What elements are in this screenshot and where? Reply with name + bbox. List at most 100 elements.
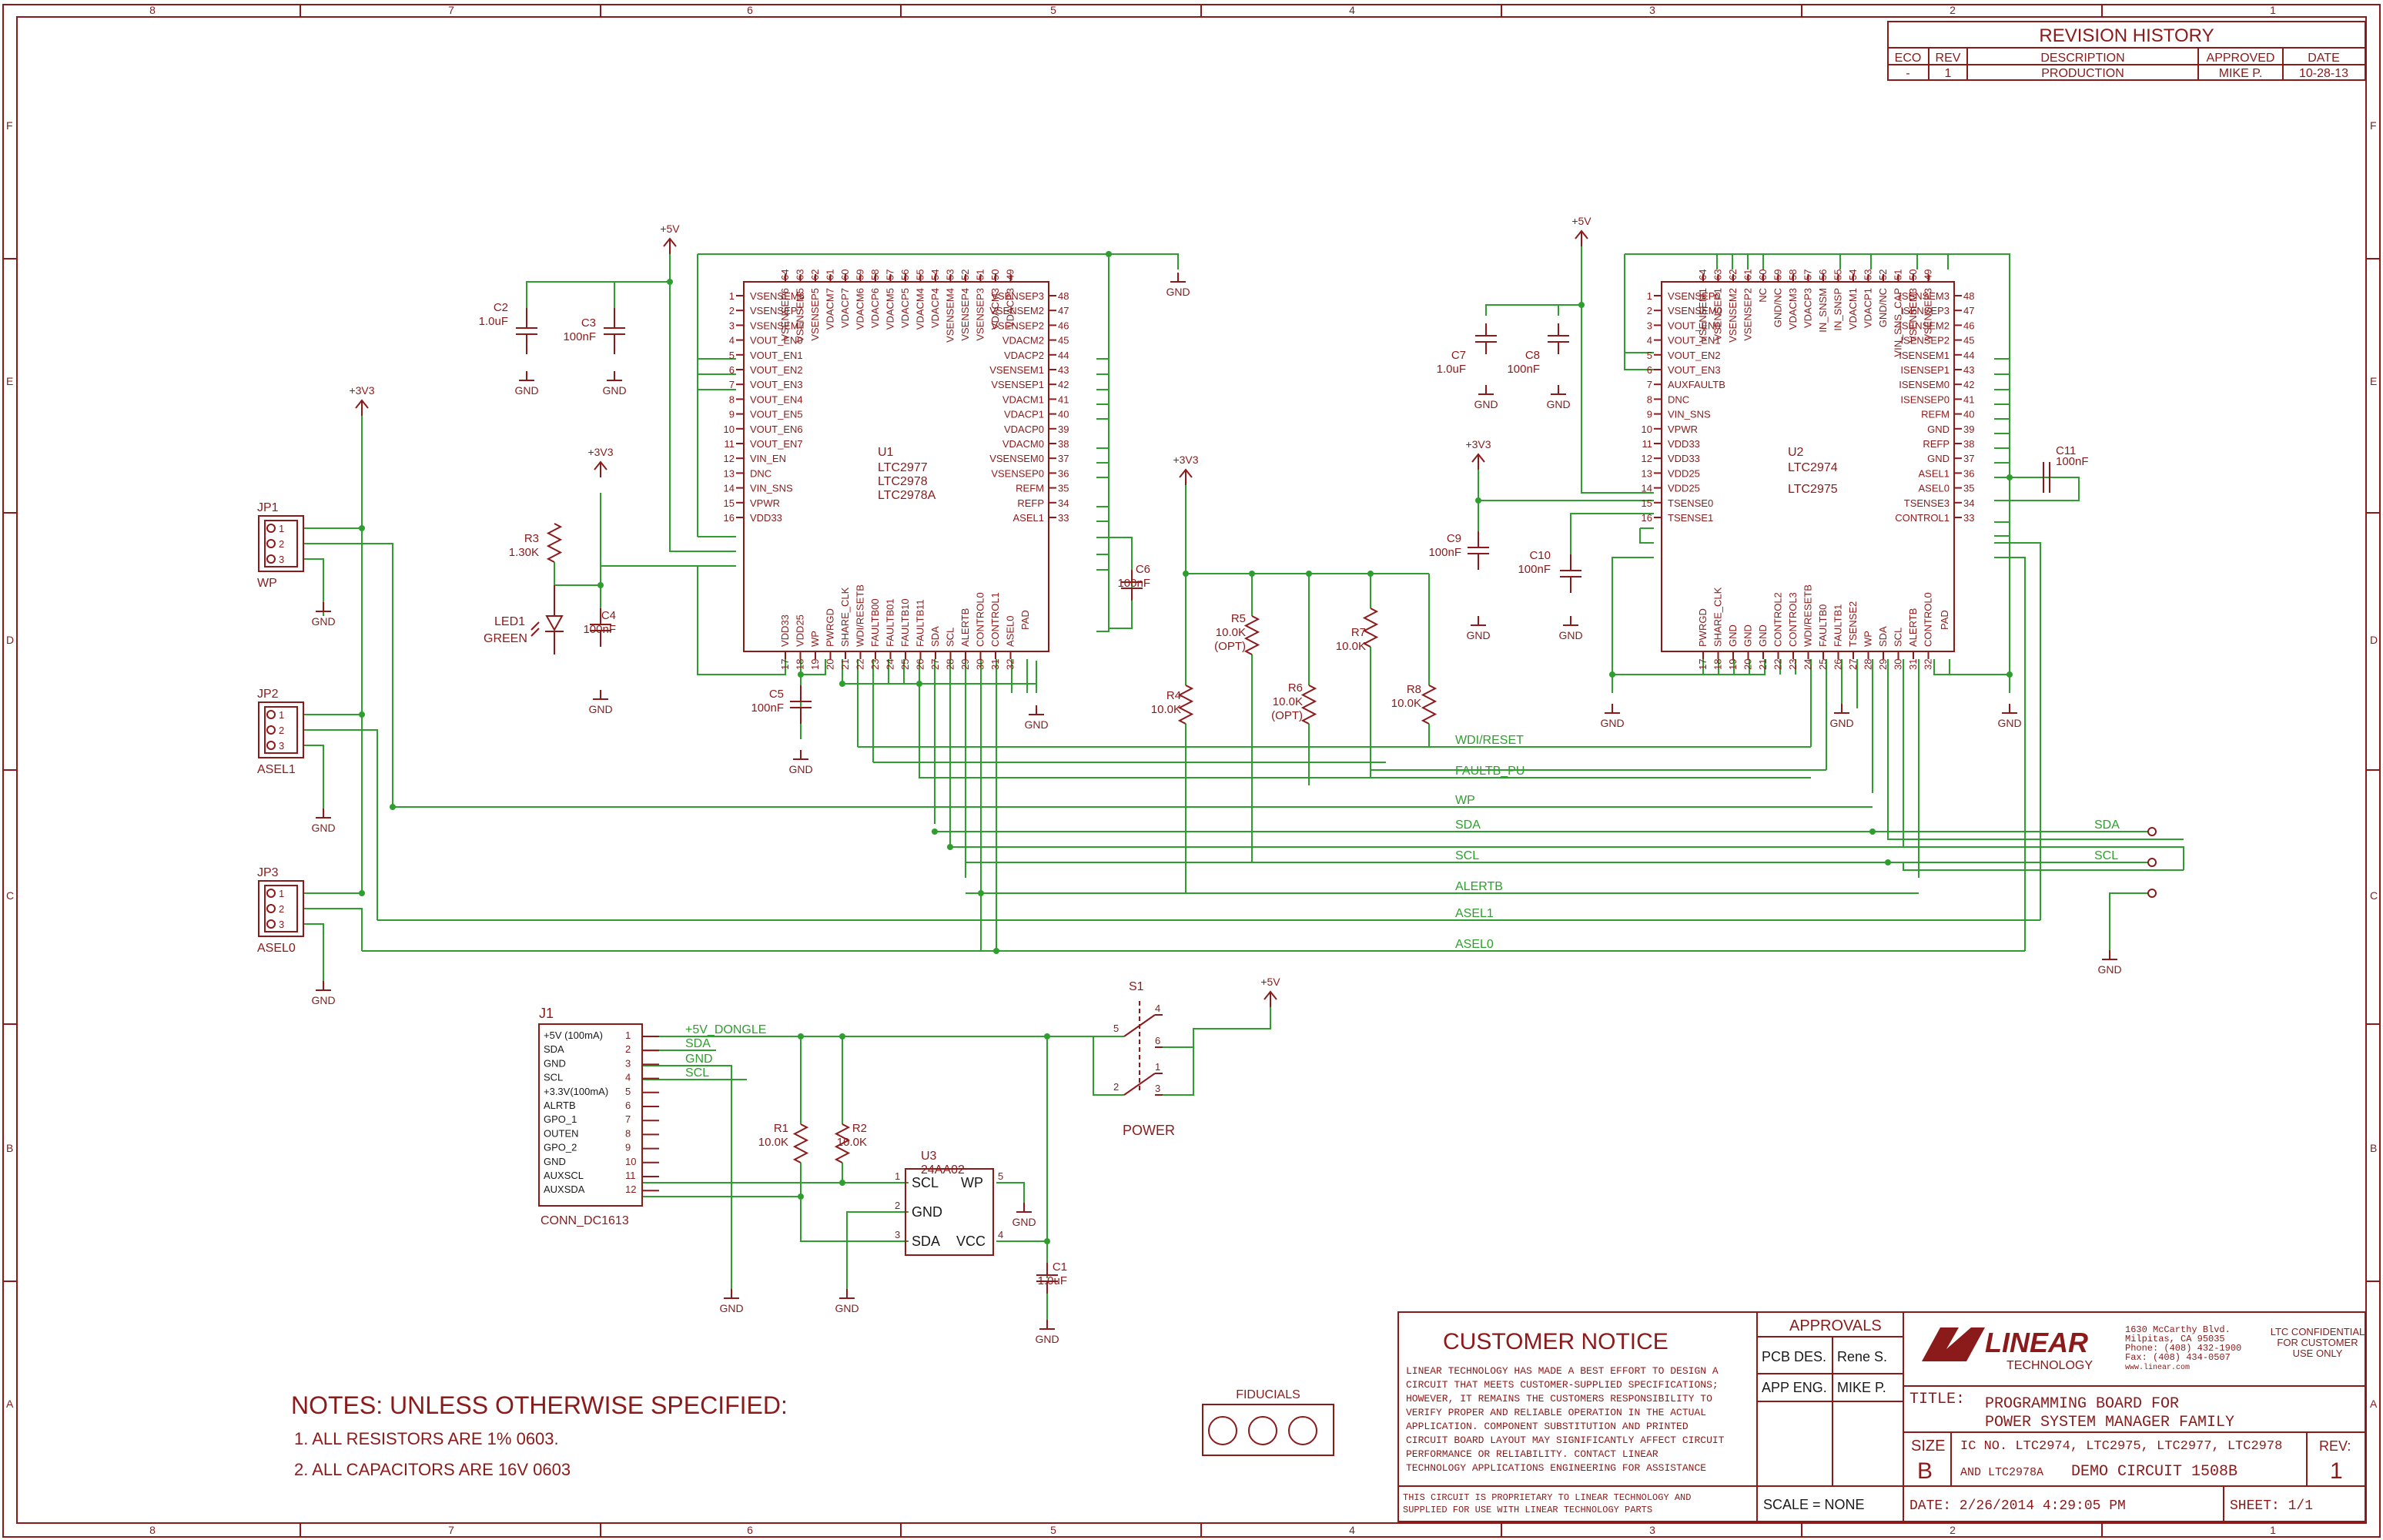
- row-label: C: [6, 889, 14, 902]
- pin-number: 7: [729, 379, 735, 390]
- junction-dot: [1475, 497, 1481, 504]
- notes-item: 1. ALL RESISTORS ARE 1% 0603.: [294, 1429, 559, 1448]
- junction-dot: [839, 1033, 845, 1040]
- pin-name: VSENSEP5: [809, 288, 821, 341]
- pin-name: ISENSEM2: [1899, 320, 1950, 331]
- pin-number: 27: [1847, 659, 1859, 670]
- title-line: PROGRAMMING BOARD FOR: [1985, 1395, 2179, 1413]
- pin-name: VIN_SNS: [750, 483, 793, 494]
- jumper-pin-number: 3: [279, 919, 284, 930]
- pin-number: 27: [929, 659, 941, 670]
- rev-value: 1: [2330, 1458, 2343, 1484]
- pin-name: FAULTB00: [869, 598, 881, 647]
- pin-name: ALERTB: [959, 608, 971, 647]
- bus-label: SCL: [1455, 849, 1479, 862]
- pin-number: 11: [1642, 438, 1653, 450]
- pin-number: 25: [899, 659, 911, 670]
- notes: NOTES: UNLESS OTHERWISE SPECIFIED: 1. AL…: [291, 1391, 788, 1479]
- pin-name: CONTROL3: [1787, 592, 1799, 647]
- junction-dot: [916, 681, 922, 687]
- cap-value: 100nF: [1507, 363, 1540, 376]
- gnd-label: GND: [1024, 718, 1048, 731]
- j1-pin-number: 2: [625, 1043, 631, 1055]
- revision-title: REVISION HISTORY: [2039, 25, 2214, 46]
- cap-value: 100nF: [563, 330, 596, 343]
- pin-name: VSENSEP0: [991, 467, 1044, 479]
- pin-number: 43: [1058, 364, 1069, 376]
- pin-name: VDACM1: [1847, 288, 1859, 330]
- res-value: 1.30K: [509, 546, 539, 559]
- pwr-label: +5V: [660, 223, 680, 235]
- jumper-ref: JP2: [257, 688, 279, 701]
- pin-number: 23: [869, 659, 881, 670]
- pin-name: VIN_SNS: [1668, 409, 1711, 420]
- j1-pin-name: GND: [544, 1057, 566, 1069]
- res-value: 10.0K: [1151, 703, 1181, 716]
- pin-name: CONTROL2: [1772, 592, 1784, 647]
- pin-number: 61: [1742, 270, 1754, 280]
- cap-ref: C9: [1447, 532, 1461, 545]
- pin-number: 34: [1058, 497, 1069, 509]
- row-label: D: [6, 634, 14, 646]
- j1-pin-name: +3.3V(100mA): [544, 1086, 608, 1097]
- pin-name: VSENSEP2: [1742, 288, 1754, 341]
- sheet: SHEET: 1/1: [2230, 1498, 2313, 1514]
- gnd-label: GND: [2097, 963, 2121, 976]
- pin-number: 33: [1058, 512, 1069, 524]
- pin-number: 12: [724, 453, 735, 464]
- u3-pinnum: 2: [895, 1200, 900, 1211]
- u3-pinnum: 5: [998, 1170, 1003, 1182]
- pin-number: 30: [1893, 659, 1904, 670]
- jumper-pin-number: 1: [279, 888, 284, 899]
- pin-name: VSENSEM2: [989, 305, 1044, 316]
- pin-number: 56: [899, 270, 911, 280]
- jumper-body: [258, 515, 304, 572]
- jumper-inner: [264, 706, 298, 754]
- gnd-label: GND: [1829, 717, 1853, 729]
- pin-number: 26: [915, 659, 926, 670]
- pin-name: ASEL0: [1919, 483, 1950, 494]
- junction-dot: [993, 948, 999, 954]
- cap-value: 100nF: [1428, 546, 1461, 559]
- pin-number: 52: [959, 270, 971, 280]
- col-label: 2: [1950, 4, 1956, 16]
- pin-name: ISENSEM0: [1899, 379, 1950, 390]
- proprietary-line: THIS CIRCUIT IS PROPRIETARY TO LINEAR TE…: [1403, 1492, 1691, 1503]
- pin-name: VDACM1: [1002, 393, 1044, 405]
- pin-number: 53: [945, 270, 956, 280]
- pin-name: VSENSEM5: [795, 288, 806, 343]
- pin-name: WP: [809, 631, 821, 647]
- notes-item: 2. ALL CAPACITORS ARE 16V 0603: [294, 1460, 571, 1479]
- j1-pin-number: 8: [625, 1127, 631, 1139]
- pin-name: VSENSEM3: [1907, 288, 1919, 343]
- pin-name: ISENSEM1: [1899, 350, 1950, 361]
- pin-name: VSENSEP4: [959, 288, 971, 341]
- pin-number: 12: [1642, 453, 1652, 464]
- u1-part: LTC2978: [878, 475, 928, 488]
- pin-number: 47: [1058, 305, 1069, 316]
- pwr-label: +3V3: [1173, 454, 1198, 466]
- u2-ref: U2: [1788, 446, 1804, 459]
- pin-number: 55: [915, 270, 926, 280]
- j1-pin-name: AUXSDA: [544, 1183, 585, 1195]
- junction-dot: [597, 582, 604, 588]
- jumper-pin: [266, 710, 276, 719]
- pin-number: 30: [975, 659, 986, 670]
- pin-number: 42: [1963, 379, 1974, 390]
- pin-name: IN_SNSM: [1817, 288, 1829, 333]
- pin-number: 49: [1005, 270, 1016, 280]
- pin-name: VDACM2: [1002, 335, 1044, 346]
- pin-number: 19: [1727, 659, 1739, 670]
- jumper-pin-number: 2: [279, 903, 284, 915]
- pin-name: VSENSEP3: [975, 288, 986, 341]
- pin-name: VPWR: [1668, 424, 1698, 435]
- pin-number: 35: [1963, 483, 1974, 494]
- pin-number: 45: [1963, 335, 1974, 346]
- jumper-pin: [266, 725, 276, 735]
- row-label: D: [2370, 634, 2378, 646]
- pin-number: 61: [825, 270, 836, 280]
- j1-pin-number: 7: [625, 1113, 631, 1125]
- cap-value: 1.0uF: [479, 315, 508, 328]
- rev-cell: PRODUCTION: [2041, 67, 2124, 80]
- pin-name: VSENSEP0: [1668, 290, 1721, 302]
